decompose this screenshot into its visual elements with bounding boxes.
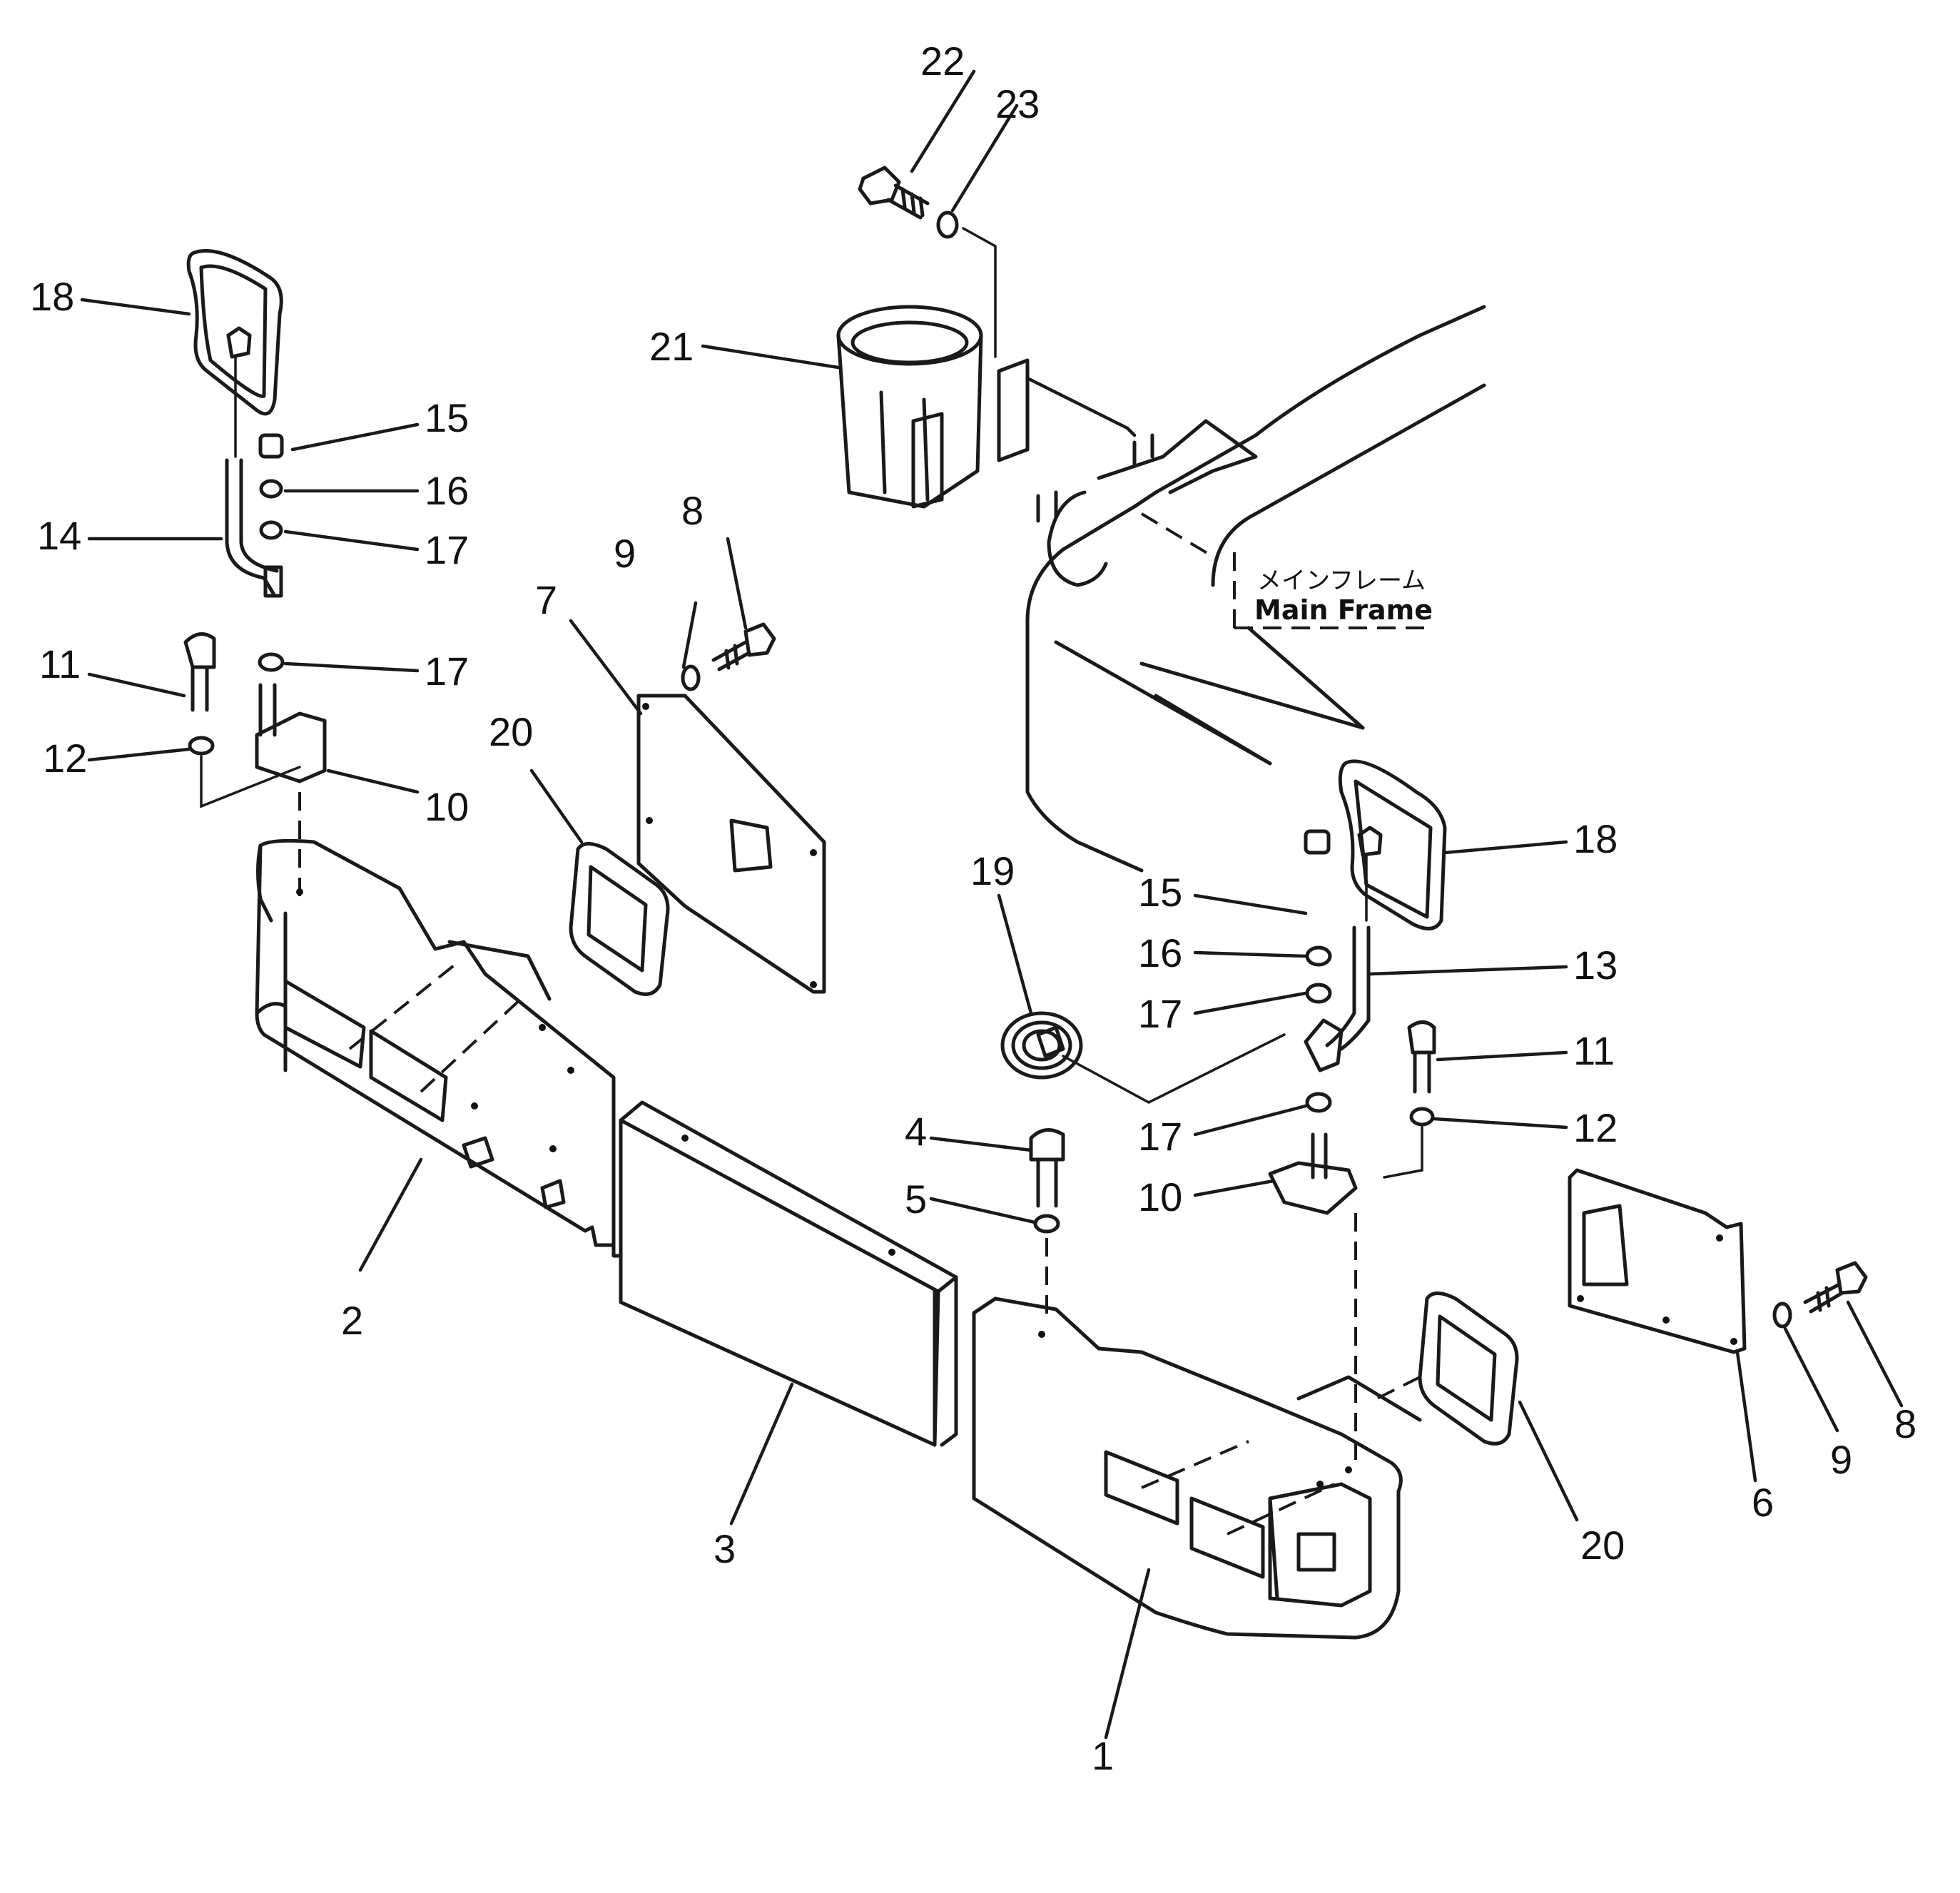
part-19-horn [1000, 1011, 1083, 1080]
part-8-bolt-upper [711, 622, 776, 671]
part-2-left-cover [255, 838, 616, 1247]
callout-15-right: 15 [1138, 870, 1182, 915]
callout-4: 4 [905, 1109, 927, 1154]
callout-18-left: 18 [30, 274, 74, 319]
callout-13: 13 [1573, 943, 1618, 988]
part-21-duct [836, 227, 1137, 509]
callout-21: 21 [649, 324, 694, 369]
callout-18-right: 18 [1573, 816, 1618, 861]
callout-22: 22 [920, 39, 965, 83]
callout-8-lower: 8 [1894, 1401, 1916, 1446]
callout-17-left-upper: 17 [425, 527, 469, 572]
callout-12-right: 12 [1573, 1105, 1618, 1150]
callout-1: 1 [1092, 1733, 1114, 1778]
callout-3: 3 [714, 1526, 736, 1571]
part-4-bolt [1029, 1128, 1065, 1208]
part-1-right-cover [972, 1296, 1422, 1640]
callout-9-lower: 9 [1830, 1437, 1852, 1482]
main-frame-label: メインフレーム Main Frame [1254, 567, 1433, 626]
callout-16-left: 16 [425, 468, 469, 513]
left-mirror-assembly [183, 249, 327, 899]
part-23-washer [936, 210, 959, 239]
callout-9-upper: 9 [614, 531, 636, 576]
callout-20-left: 20 [489, 709, 533, 754]
callout-8-upper: 8 [681, 488, 704, 533]
callout-23: 23 [995, 81, 1040, 126]
callout-12-left: 12 [43, 736, 87, 781]
callout-20-right: 20 [1580, 1523, 1625, 1568]
callout-10-right: 10 [1138, 1174, 1182, 1219]
callout-5: 5 [905, 1177, 927, 1222]
leader-lines [80, 69, 1904, 1740]
callout-numbers: 22 23 21 18 15 16 14 17 17 11 12 10 9 8 … [30, 39, 1916, 1778]
part-22-bolt [858, 166, 930, 220]
part-20-right-grommet [1376, 1291, 1519, 1446]
callout-10-left: 10 [425, 784, 469, 829]
part-5-washer [1033, 1214, 1060, 1320]
part-9-washer-lower [1772, 1301, 1792, 1329]
callout-15-left: 15 [425, 395, 469, 440]
part-9-washer-upper [681, 664, 701, 691]
main-frame-label-en: Main Frame [1254, 594, 1433, 626]
callout-7: 7 [535, 577, 557, 622]
main-frame [1025, 305, 1486, 873]
right-mirror-assembly [1062, 759, 1447, 1470]
callout-17-right-upper: 17 [1138, 991, 1182, 1036]
callout-14: 14 [37, 513, 81, 558]
part-7-plate [636, 694, 826, 994]
callout-16-right: 16 [1138, 930, 1182, 975]
callout-2: 2 [341, 1298, 363, 1343]
main-frame-label-jp: メインフレーム [1257, 567, 1426, 595]
callout-17-right-lower: 17 [1138, 1114, 1182, 1159]
callout-19: 19 [970, 848, 1015, 893]
callout-17-left-lower: 17 [425, 649, 469, 694]
part-8-bolt-lower [1803, 1261, 1868, 1314]
callout-6: 6 [1752, 1480, 1774, 1525]
part-20-left-grommet [569, 842, 670, 996]
part-6-plate [1568, 1168, 1747, 1354]
callout-11-right: 11 [1573, 1028, 1615, 1073]
callout-11-left: 11 [39, 641, 81, 686]
part-3-middle-panel [611, 1100, 958, 1447]
